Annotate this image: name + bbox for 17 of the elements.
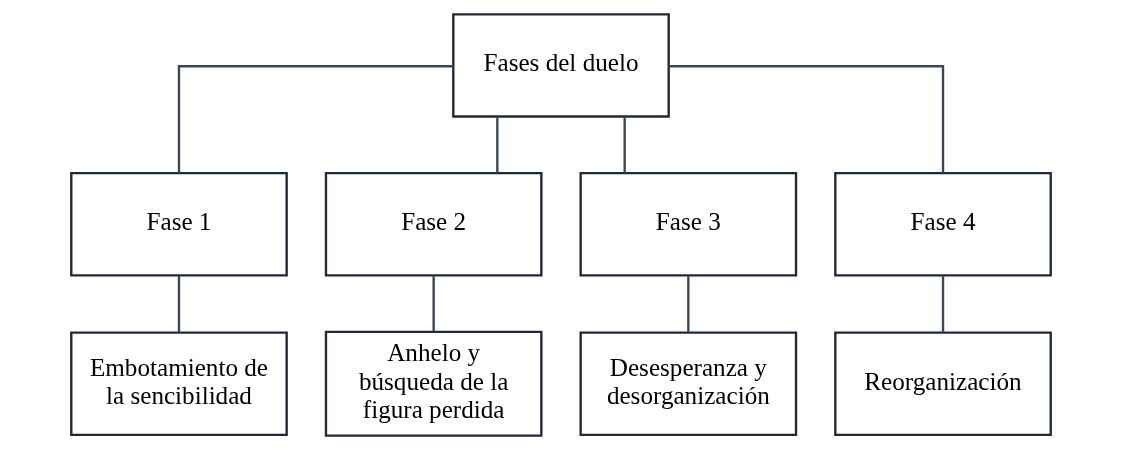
node-box: Anhelo y búsqueda de la figura perdida [324,330,543,437]
node-box: Fase 1 [69,171,288,277]
connector [495,116,498,173]
connector [177,275,180,333]
node-box: Desesperanza y desorganización [578,331,797,437]
node-box: Fase 4 [833,171,1052,277]
node-box: Reorganización [833,331,1052,437]
connector [623,116,626,173]
connector [432,275,435,332]
node-box: Fases del duelo [451,13,670,118]
node-box: Fase 2 [324,171,543,277]
node-box: Fase 3 [578,171,797,277]
node-box: Embotamiento de la sencibilidad [69,331,288,437]
connector [941,275,944,333]
connector [177,65,453,173]
connector [686,275,689,333]
connector [668,65,944,173]
